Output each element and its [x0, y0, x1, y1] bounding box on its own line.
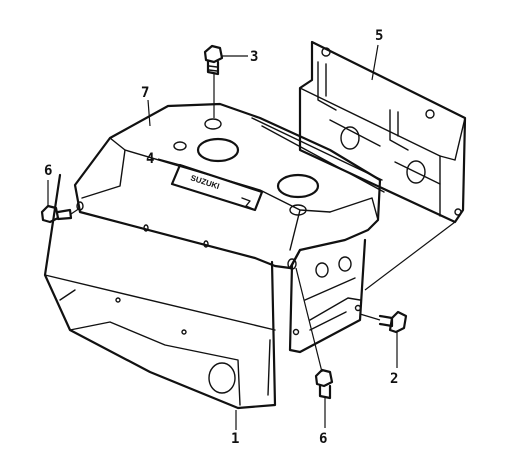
main-cover — [73, 102, 385, 354]
bolt-right — [378, 310, 408, 368]
mounting-bracket-plate — [298, 40, 467, 224]
callout-1: 1 — [231, 431, 239, 447]
bolt-bottom — [314, 368, 334, 428]
callout-4: 4 — [146, 151, 154, 167]
callout-6-bottom: 6 — [319, 431, 327, 447]
assembly-lines — [70, 74, 456, 373]
decal-badge: SUZUKI — [170, 163, 264, 212]
callout-3: 3 — [250, 49, 258, 65]
lower-housing — [43, 173, 277, 410]
bolt-left — [40, 180, 73, 224]
bolt-top — [203, 44, 248, 76]
callout-5: 5 — [375, 28, 383, 44]
callout-6-left: 6 — [44, 163, 52, 179]
callout-7: 7 — [141, 85, 149, 101]
callout-2: 2 — [390, 371, 398, 387]
callout-leaders — [147, 44, 379, 430]
